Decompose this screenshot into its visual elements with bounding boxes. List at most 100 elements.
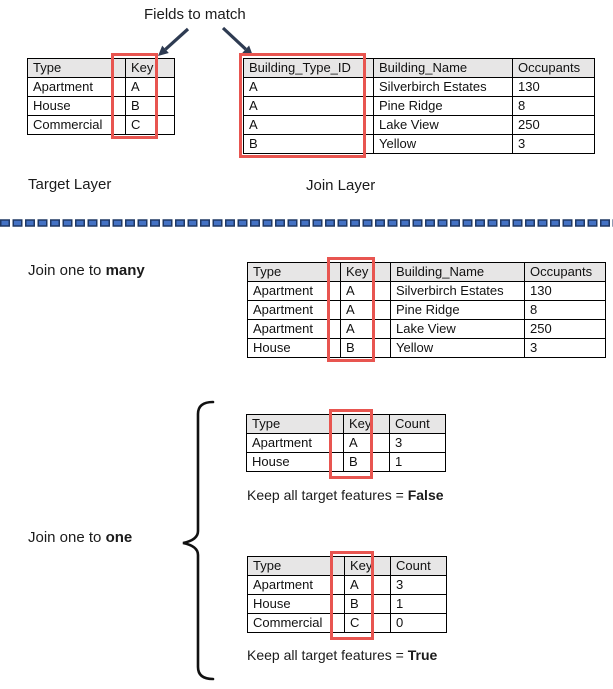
table-cell: Apartment (247, 300, 341, 320)
keep-true-bold: True (407, 647, 438, 663)
table-cell: 130 (524, 281, 606, 301)
table-cell: A (344, 575, 391, 595)
table-cell: House (246, 452, 344, 472)
join-one-to-many-bold: many (105, 262, 145, 279)
table-cell: Lake View (373, 115, 513, 135)
table-cell: B (340, 338, 391, 358)
table-cell: 250 (512, 115, 595, 135)
fields-to-match-title: Fields to match (144, 6, 246, 23)
keep-false-prefix: Keep all target features = (247, 487, 408, 503)
table-cell: A (243, 96, 374, 116)
keep-true-caption: Keep all target features = True (247, 647, 437, 663)
column-header: Building_Type_ID (243, 58, 374, 78)
table-cell: Pine Ridge (390, 300, 525, 320)
column-header: Key (344, 556, 391, 576)
table-cell: House (27, 96, 126, 116)
section-divider (0, 219, 613, 227)
keep-false-caption: Keep all target features = False (247, 487, 444, 503)
table-cell: B (125, 96, 175, 116)
table-cell: A (125, 77, 175, 97)
keep-false-bold: False (407, 487, 444, 503)
table-cell: Apartment (246, 433, 344, 453)
table-cell: 0 (390, 613, 447, 633)
table-cell: 3 (389, 433, 446, 453)
column-header: Count (389, 414, 446, 434)
column-header: Occupants (512, 58, 595, 78)
table-cell: 8 (524, 300, 606, 320)
arrow-left-icon (158, 27, 190, 56)
table-cell: Apartment (247, 281, 341, 301)
column-header: Building_Name (390, 262, 525, 282)
table-cell: Lake View (390, 319, 525, 339)
table-cell: House (247, 594, 345, 614)
table-cell: House (247, 338, 341, 358)
table-cell: Commercial (247, 613, 345, 633)
table-cell: Yellow (373, 134, 513, 154)
column-header: Type (246, 414, 344, 434)
column-header: Key (125, 58, 175, 78)
column-header: Type (247, 556, 345, 576)
table-cell: B (243, 134, 374, 154)
join-layer-label: Join Layer (306, 177, 376, 194)
table-cell: Commercial (27, 115, 126, 135)
table-cell: A (340, 319, 391, 339)
table-cell: Silverbirch Estates (390, 281, 525, 301)
table-cell: 1 (390, 594, 447, 614)
table-cell: C (344, 613, 391, 633)
join-one-to-many-label: Join one to many (28, 262, 145, 279)
join-one-to-one-bold: one (105, 529, 133, 546)
column-header: Key (340, 262, 391, 282)
keep-true-prefix: Keep all target features = (247, 647, 408, 663)
table-cell: Pine Ridge (373, 96, 513, 116)
table-cell: Yellow (390, 338, 525, 358)
table-cell: Apartment (27, 77, 126, 97)
column-header: Type (27, 58, 126, 78)
table-cell: A (340, 281, 391, 301)
table-cell: A (243, 77, 374, 97)
column-header: Key (343, 414, 390, 434)
join-one-to-one-label: Join one to one (28, 529, 132, 546)
arrow-right-icon (221, 26, 253, 56)
table-cell: C (125, 115, 175, 135)
table-cell: A (343, 433, 390, 453)
table-cell: A (243, 115, 374, 135)
table-cell: Apartment (247, 575, 345, 595)
table-cell: B (344, 594, 391, 614)
table-cell: 1 (389, 452, 446, 472)
join-one-to-one-prefix: Join one to (28, 529, 106, 546)
column-header: Type (247, 262, 341, 282)
table-cell: 3 (512, 134, 595, 154)
table-cell: Apartment (247, 319, 341, 339)
column-header: Occupants (524, 262, 606, 282)
column-header: Count (390, 556, 447, 576)
table-cell: 8 (512, 96, 595, 116)
table-cell: 130 (512, 77, 595, 97)
target-layer-label: Target Layer (28, 176, 112, 193)
table-cell: B (343, 452, 390, 472)
join-one-to-many-prefix: Join one to (28, 262, 106, 279)
